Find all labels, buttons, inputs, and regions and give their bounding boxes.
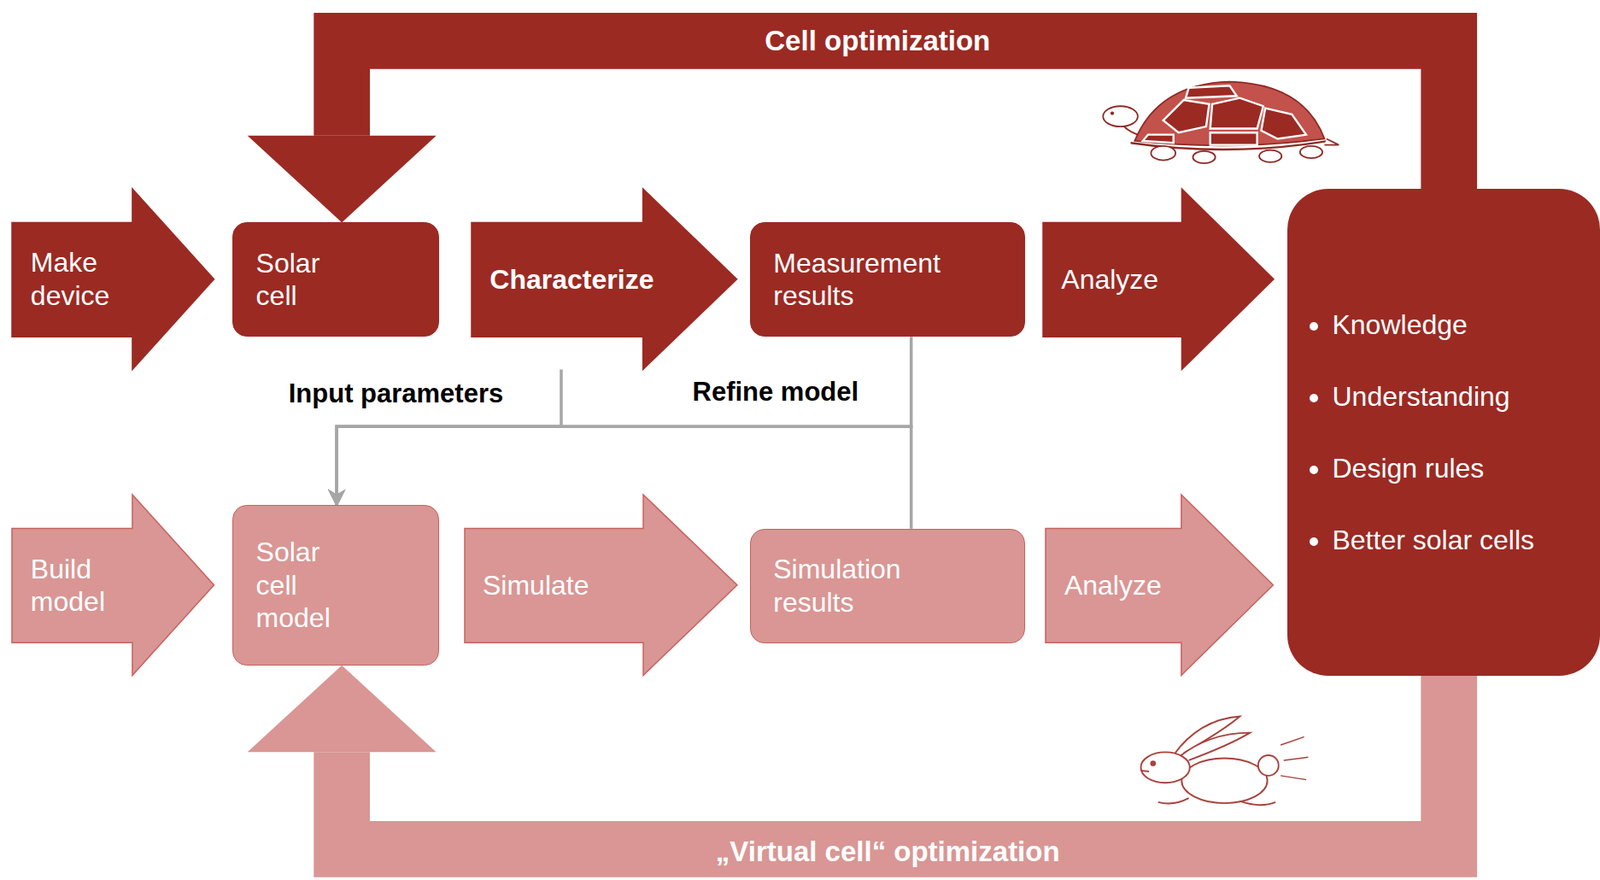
arrow-label: Analyze: [1060, 263, 1245, 296]
bullet-item: Understanding: [1331, 360, 1535, 433]
bullet-text: Better solar cells: [1331, 524, 1535, 556]
process-box: Solar cell model: [232, 504, 439, 666]
box-label: Measurement results: [773, 246, 968, 313]
connector-line: [336, 336, 912, 505]
hare-illustration: [1140, 716, 1308, 806]
step-arrow: Analyze: [1045, 494, 1273, 675]
arrow-label: Characterize: [489, 263, 715, 296]
arrow-shape: [11, 188, 215, 370]
box-label: Solar cell: [256, 246, 358, 313]
arrow-outline: [471, 188, 738, 370]
bullet-item: Design rules: [1331, 432, 1535, 505]
bullet-text: Understanding: [1331, 380, 1510, 412]
process-box: Measurement results: [750, 222, 1026, 337]
loop-arrow: [247, 665, 1450, 850]
process-box: Simulation results: [750, 528, 1026, 644]
arrow-shape: [11, 494, 215, 675]
bullet-text: Knowledge: [1331, 309, 1467, 340]
feedback-connector: [336, 336, 912, 505]
step-arrow: Build model: [11, 494, 215, 675]
loop-arrow-head: [247, 135, 437, 223]
arrow-label: Make device: [30, 246, 143, 312]
step-arrow: Analyze: [1043, 188, 1274, 370]
edge-label: Refine model: [688, 376, 864, 408]
step-arrow: Simulate: [464, 494, 738, 675]
step-arrow: Make device: [11, 188, 215, 370]
bullet-item: Better solar cells: [1331, 504, 1535, 576]
edge-label: Input parameters: [284, 378, 509, 410]
arrow-outline: [464, 494, 738, 675]
process-box: Solar cell: [232, 222, 439, 337]
bullet-item: Knowledge: [1331, 288, 1535, 361]
step-arrow: Characterize: [471, 188, 738, 370]
box-label: Solar cell model: [256, 535, 358, 634]
turtle-illustration: [1102, 82, 1339, 165]
arrow-outline: [11, 494, 215, 675]
loop-arrow-band: [341, 675, 1449, 850]
loop-arrow-band: [341, 41, 1449, 189]
arrow-label: Simulate: [482, 568, 698, 602]
bullet-list: KnowledgeUnderstandingDesign rulesBetter…: [1287, 288, 1535, 576]
loop-arrow-head: [247, 665, 437, 753]
arrow-label: Analyze: [1064, 568, 1249, 602]
arrow-outline: [11, 188, 215, 370]
box-label: Simulation results: [773, 552, 968, 619]
edge-label: „Virtual cell“ optimization: [711, 835, 1065, 868]
outcome-box: KnowledgeUnderstandingDesign rulesBetter…: [1287, 188, 1600, 676]
bullet-text: Design rules: [1331, 452, 1484, 484]
edge-label: Cell optimization: [760, 24, 995, 58]
loop-arrow: [247, 41, 1450, 223]
arrow-outline: [1045, 494, 1273, 675]
arrow-outline: [1043, 188, 1274, 370]
arrow-label: Build model: [30, 552, 143, 619]
